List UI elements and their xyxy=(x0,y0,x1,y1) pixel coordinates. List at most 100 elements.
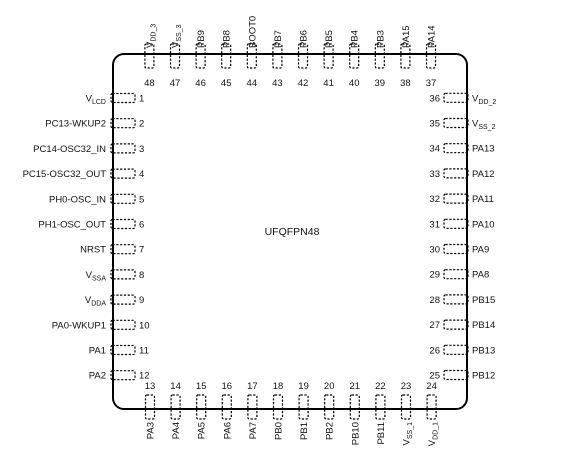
pin-label: PB3 xyxy=(375,30,386,48)
pin-label: PA14 xyxy=(427,25,438,48)
pin-label: V xyxy=(171,41,182,48)
pin-29: PA8 29 xyxy=(429,269,489,281)
pin-number: 45 xyxy=(221,78,232,89)
pin-label-subscript: DDA xyxy=(91,301,106,308)
pin-number: 24 xyxy=(426,381,437,392)
pin-41: 41 PB5 xyxy=(323,30,335,89)
pin-pad xyxy=(443,294,469,305)
pin-label-text: PH1-OSC_OUT xyxy=(38,220,106,231)
pin-label: PB5 xyxy=(324,30,335,48)
pin-label-subscript: SSA xyxy=(92,275,106,282)
pin-label: PC13-WKUP2 xyxy=(45,119,106,130)
pin-label-text: VSS_2 xyxy=(472,119,496,132)
pin-label-text: PA1 xyxy=(89,346,106,357)
pin-label: PA10 xyxy=(472,219,495,230)
pin-label-text: NRST xyxy=(80,245,106,256)
pin-7: NRST 7 xyxy=(80,244,144,256)
pin-pad xyxy=(247,394,258,420)
pin-pad xyxy=(170,394,181,420)
pin-number: 5 xyxy=(139,194,144,205)
pin-label-text: PA6 xyxy=(222,422,233,439)
pin-number: 44 xyxy=(247,78,258,89)
pin-label-text: VDD_2 xyxy=(472,93,496,106)
pin-label-subscript: DD_1 xyxy=(433,422,440,440)
pin-label-subscript: SS_3 xyxy=(176,24,183,41)
pin-pad xyxy=(400,394,412,420)
pin-label-text: PB3 xyxy=(375,30,386,48)
pin-number: 7 xyxy=(139,245,144,256)
pin-label-text: PC13-WKUP2 xyxy=(45,119,106,130)
pin-label: PB8 xyxy=(222,30,233,48)
pin-pad xyxy=(110,92,136,104)
pin-label: PC15-OSC32_OUT xyxy=(23,169,107,180)
pin-label: PB15 xyxy=(472,295,495,306)
pins-top-group: 37PA1438PA1539PB340PB441PB542PB643PB744B… xyxy=(144,16,437,89)
pin-number: 11 xyxy=(139,346,149,357)
pin-pad xyxy=(144,43,155,69)
pin-number: 29 xyxy=(429,270,440,281)
pin-pad xyxy=(195,43,206,69)
pin-pad xyxy=(110,193,136,204)
pin-number: 26 xyxy=(429,345,440,356)
pin-label-text: PB9 xyxy=(196,30,207,48)
pin-pad xyxy=(110,319,136,330)
pin-label: PC14-OSC32_IN xyxy=(33,144,106,155)
pin-number: 35 xyxy=(429,119,440,130)
pin-label: V xyxy=(85,295,92,306)
pin-number: 8 xyxy=(139,270,144,281)
pin-label: PB10 xyxy=(350,422,361,445)
pin-number: 43 xyxy=(272,78,283,89)
pin-label-text: VSS_3 xyxy=(171,24,184,48)
pin-pad xyxy=(349,394,360,420)
pin-number: 46 xyxy=(195,78,206,89)
pin-pad xyxy=(144,394,156,420)
pin-label-text: PA8 xyxy=(472,270,489,281)
pin-pad xyxy=(272,394,284,420)
pin-number: 48 xyxy=(144,78,155,89)
pin-number: 4 xyxy=(139,169,144,180)
pin-label-text: PA14 xyxy=(427,25,438,48)
pin-pad xyxy=(246,43,257,69)
pin-pad xyxy=(443,269,469,280)
pin-number: 3 xyxy=(139,144,144,155)
pin-pad xyxy=(110,143,136,154)
pin-label-text: PC14-OSC32_IN xyxy=(33,144,106,155)
pin-label: BOOT0 xyxy=(247,16,258,48)
pin-label: PB7 xyxy=(273,30,284,48)
pin-4: PC15-OSC32_OUT 4 xyxy=(23,168,144,180)
pin-label-text: PA3 xyxy=(146,422,157,439)
pin-number: 14 xyxy=(170,381,181,392)
pin-label-text: PA11 xyxy=(472,194,494,205)
pin-pad xyxy=(443,319,469,330)
pin-number: 41 xyxy=(323,78,334,89)
pin-46: 46 PB9 xyxy=(195,30,207,89)
pin-label-text: PB10 xyxy=(350,422,361,445)
pin-label: PA9 xyxy=(472,245,489,256)
pin-pad xyxy=(400,43,411,69)
pin-label: PA8 xyxy=(472,270,489,281)
pin-number: 40 xyxy=(349,78,360,89)
pin-44: 44 BOOT0 xyxy=(247,16,259,89)
package-outline xyxy=(112,53,468,410)
pin-label-text: PA0-WKUP1 xyxy=(52,320,106,331)
pin-pad xyxy=(110,370,136,381)
pin-label-text: PA10 xyxy=(472,219,495,230)
pin-pad xyxy=(349,43,360,69)
pin-pad xyxy=(443,168,469,179)
pin-number: 9 xyxy=(139,295,144,306)
